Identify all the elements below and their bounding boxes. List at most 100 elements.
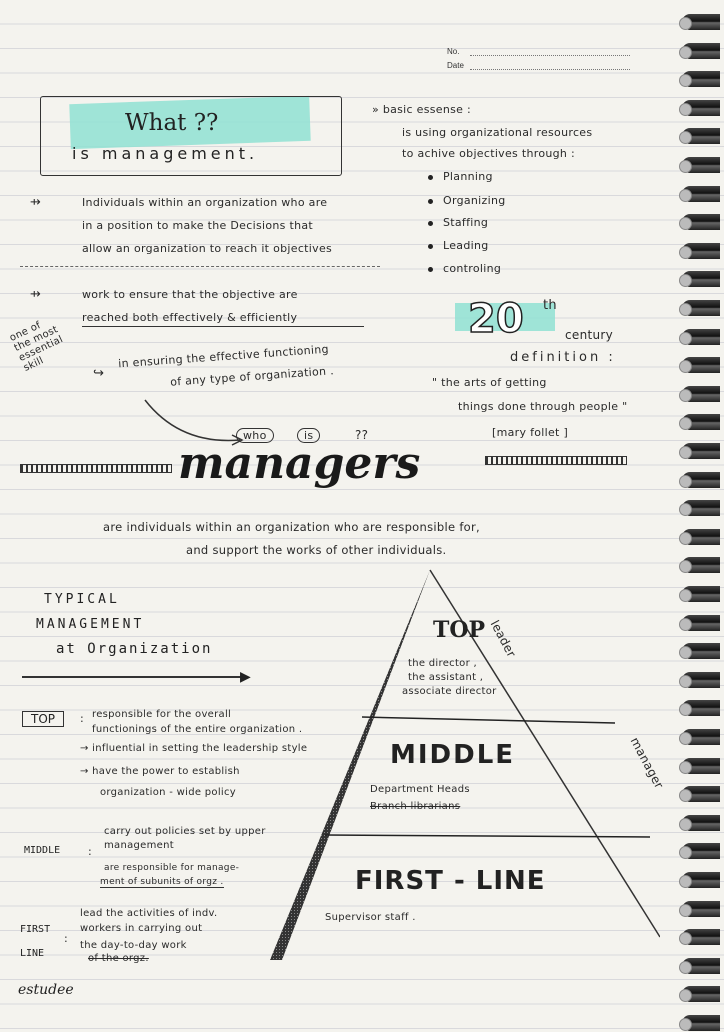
spiral-coil: [682, 557, 720, 574]
level-middle-label: MIDDLE: [24, 845, 61, 856]
level-first-line: lead the activities of indv.: [80, 908, 218, 919]
binder-hole: [679, 789, 692, 803]
binder-hole: [679, 932, 692, 946]
binder-hole: [679, 360, 692, 374]
title-is-management: is management.: [72, 144, 259, 163]
essence-item: Staffing: [428, 216, 488, 229]
date-line: [470, 69, 630, 70]
binder-hole: [679, 388, 692, 402]
level-top-line: functionings of the entire organization …: [92, 724, 303, 735]
binder-hole: [679, 131, 692, 145]
spiral-coil: [682, 986, 720, 1003]
def1-line2: in a position to make the Decisions that: [82, 219, 314, 232]
def2-line2: reached both effectively & efficiently: [82, 311, 298, 324]
level-top-line: → influential in setting the leadership …: [80, 743, 308, 754]
def1-line3: allow an organization to reach it object…: [82, 242, 333, 255]
banner-bar-right: [485, 456, 627, 465]
pyramid-middle-role: Branch librarians: [370, 801, 461, 812]
level-top-label: TOP: [22, 711, 65, 727]
level-first-line: of the orgz.: [88, 953, 149, 964]
spiral-coil: [682, 786, 720, 803]
binder-hole: [679, 760, 692, 774]
level-top-line: responsible for the overall: [92, 709, 232, 720]
spiral-coil: [682, 500, 720, 517]
binder-hole: [679, 903, 692, 917]
pyramid-left-edge: [270, 570, 430, 960]
level-middle-line: management: [104, 840, 174, 851]
spiral-coil: [682, 843, 720, 860]
no-line: [470, 55, 630, 56]
quote-line1: " the arts of getting: [432, 376, 547, 389]
essence-item: Leading: [428, 239, 489, 252]
pyramid-top-role: associate director: [402, 686, 497, 697]
is-bubble: is: [297, 428, 321, 443]
definition-label: definition :: [510, 350, 616, 365]
level-first-line: workers in carrying out: [80, 923, 203, 934]
binder-hole: [679, 960, 692, 974]
arrow-icon: ⇸: [30, 287, 42, 302]
spiral-coil: [682, 128, 720, 145]
binder-hole: [679, 446, 692, 459]
spiral-coil: [682, 214, 720, 231]
spiral-coil: [682, 414, 720, 431]
who-question: ??: [355, 428, 369, 442]
binder-hole: [679, 560, 692, 574]
quote-line2: things done through people ": [458, 400, 628, 413]
typical-line2: MANAGEMENT: [36, 617, 145, 632]
binder-hole: [679, 331, 692, 345]
typical-line3: at Organization: [56, 641, 213, 657]
level-middle-line: are responsible for manage-: [104, 863, 240, 873]
binder-hole: [679, 589, 692, 602]
spiral-coil: [682, 357, 720, 374]
title-what: What ??: [125, 110, 219, 136]
level-top-line: → have the power to establish: [80, 766, 240, 777]
spiral-coil: [682, 71, 720, 88]
binder-hole: [679, 417, 692, 431]
essence-item: Organizing: [428, 194, 506, 207]
binder-hole: [679, 245, 692, 259]
colon: :: [64, 932, 69, 945]
arrow-icon: ⇸: [30, 195, 42, 210]
binder-hole: [679, 74, 692, 88]
signature: estudee: [18, 982, 74, 998]
pyramid-divider-top: [361, 716, 616, 724]
pyramid-middle-label: MIDDLE: [390, 740, 516, 770]
divider: [20, 266, 380, 267]
essence-item: controling: [428, 262, 501, 275]
essence-item: Planning: [428, 170, 493, 183]
level-middle-line: carry out policies set by upper: [104, 826, 266, 837]
arrow-icon: ↪: [93, 366, 105, 381]
binder-hole: [679, 703, 692, 717]
century-number: 20: [467, 295, 524, 343]
pyramid: [270, 569, 660, 960]
spiral-coil: [682, 271, 720, 288]
binder-hole: [679, 503, 692, 517]
century-highlight: [455, 303, 555, 331]
def2-line1: work to ensure that the objective are: [82, 288, 298, 301]
binder-hole: [679, 188, 692, 202]
essence-heading: » basic essense :: [372, 103, 472, 116]
pyramid-first-label: FIRST - LINE: [355, 866, 546, 896]
underline: [82, 326, 364, 327]
binder-hole: [679, 1018, 692, 1031]
typical-line1: TYPICAL: [44, 592, 120, 607]
binder-hole: [679, 474, 692, 488]
binder-hole: [679, 102, 692, 116]
pyramid-top-role: the director ,: [408, 658, 477, 669]
colon: :: [88, 845, 93, 858]
typical-arrow-line: [22, 676, 247, 678]
level-first-label2: LINE: [20, 948, 45, 959]
binder-hole: [679, 875, 692, 888]
pyramid-top-label: TOP: [433, 617, 486, 643]
pyramid-middle-role: Department Heads: [370, 784, 470, 795]
binder-hole: [679, 646, 692, 660]
essence-line1: is using organizational resources: [402, 126, 593, 139]
spiral-coil: [682, 643, 720, 660]
binder-hole: [679, 217, 692, 231]
binder-hole: [679, 989, 692, 1003]
arrow-right-icon: ▶: [240, 669, 251, 685]
binder-hole: [679, 160, 692, 173]
spiral-coil: [682, 929, 720, 946]
managers-desc2: and support the works of other individua…: [186, 543, 447, 557]
